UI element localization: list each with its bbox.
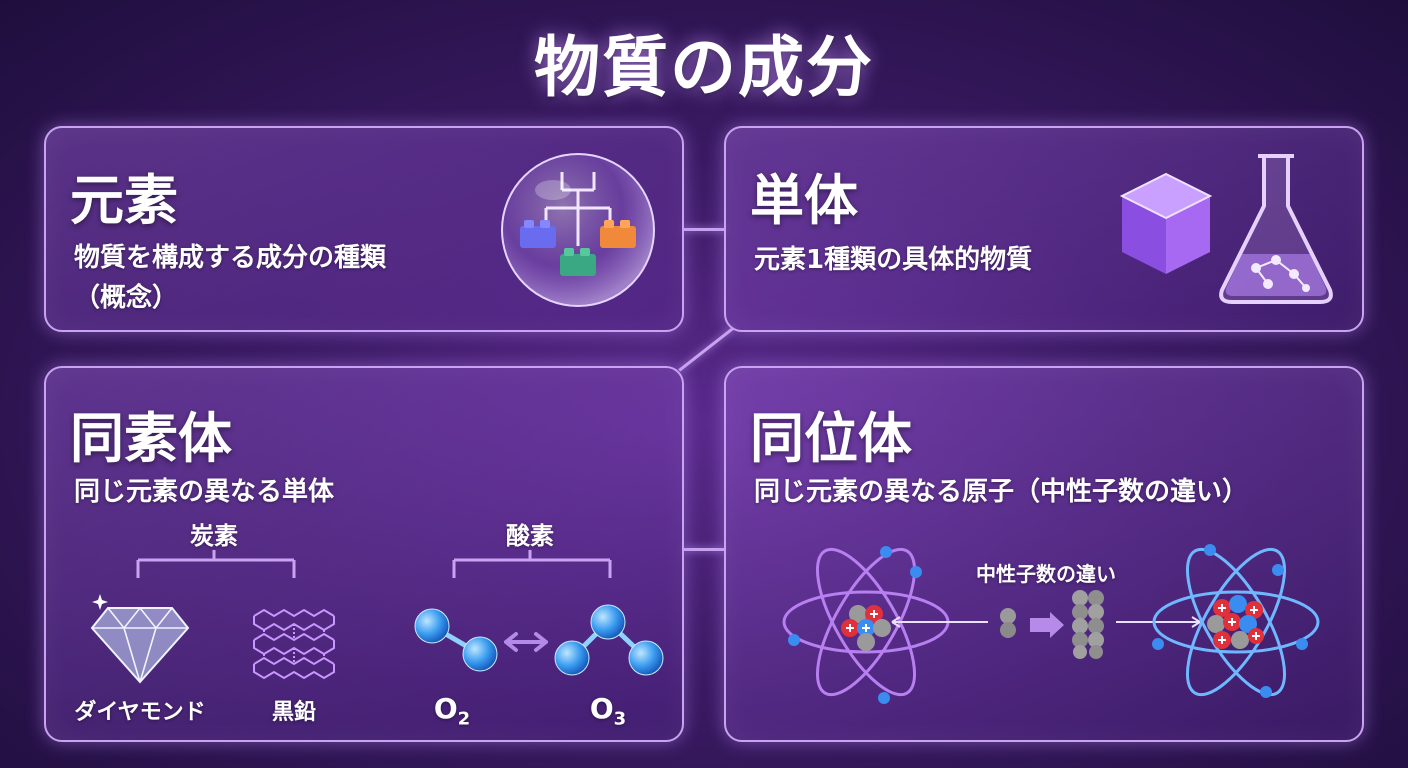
- allotrope-heading: 同素体: [70, 407, 232, 470]
- oxygen-bracket: [452, 550, 612, 578]
- neutron-difference-label: 中性子数の違い: [976, 562, 1116, 586]
- page-title: 物質の成分: [534, 29, 874, 106]
- diamond-icon: [90, 594, 190, 684]
- allotrope-description: 同じ元素の異なる単体: [74, 477, 335, 507]
- graphite-icon: [253, 608, 335, 680]
- neutron-stack-icon: [1072, 590, 1104, 659]
- carbon-label: 炭素: [190, 522, 238, 550]
- simple-substance-description: 元素1種類の具体的物質: [754, 245, 1033, 275]
- carbon-bracket: [136, 550, 296, 578]
- o3-letter: O: [589, 692, 614, 725]
- convert-arrow-icon: [504, 632, 548, 652]
- atom-icon-left: [782, 546, 950, 704]
- isotope-heading: 同位体: [750, 407, 912, 470]
- element-description-note: （概念）: [74, 283, 179, 313]
- atom-icon-right: [1152, 544, 1320, 698]
- graphite-label: 黒鉛: [271, 700, 316, 725]
- neutron-pair-icon: [1000, 608, 1016, 638]
- isotope-description: 同じ元素の異なる原子（中性子数の違い）: [754, 477, 1249, 507]
- simple-substance-heading: 単体: [750, 169, 858, 232]
- o2-letter: O: [433, 692, 458, 725]
- element-card: 元素 物質を構成する成分の種類 （概念）: [44, 126, 684, 332]
- o3-subscript: 3: [613, 708, 627, 730]
- arrow-right-icon: [1116, 616, 1201, 628]
- flask-icon: [1219, 154, 1333, 304]
- grow-arrow-icon: [1030, 612, 1064, 638]
- allotrope-card: 同素体 同じ元素の異なる単体 炭素 酸素 ダイヤモンド 黒鉛: [44, 366, 684, 742]
- diamond-label: ダイヤモンド: [74, 700, 206, 725]
- o3-molecule-icon: [554, 604, 664, 676]
- o2-subscript: 2: [457, 708, 471, 730]
- cube-icon: [1119, 172, 1213, 274]
- connector-allotrope-isotope: [684, 548, 724, 551]
- o2-formula: O2: [422, 692, 482, 730]
- simple-substance-card: 単体 元素1種類の具体的物質: [724, 126, 1364, 332]
- oxygen-label: 酸素: [506, 522, 554, 550]
- element-heading: 元素: [70, 169, 178, 232]
- connector-diagonal: [678, 327, 734, 372]
- element-description: 物質を構成する成分の種類: [74, 243, 387, 273]
- arrow-left-icon: [891, 616, 988, 628]
- o2-molecule-icon: [414, 608, 498, 672]
- element-sphere-icon: [501, 153, 655, 307]
- connector-element-simple: [684, 228, 724, 231]
- o3-formula: O3: [578, 692, 638, 730]
- isotope-card: 同位体 同じ元素の異なる原子（中性子数の違い） 中性子数の違い: [724, 366, 1364, 742]
